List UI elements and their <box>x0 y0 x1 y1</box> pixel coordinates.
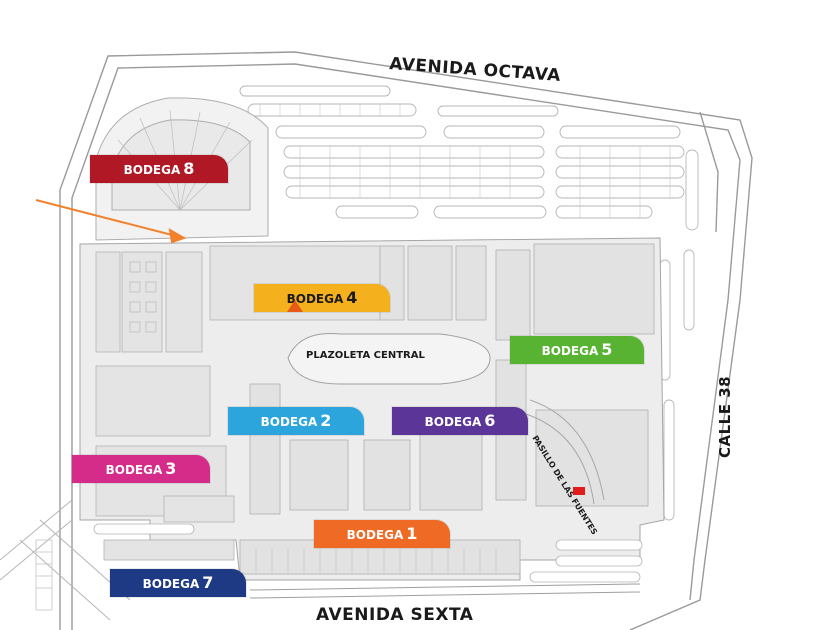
lower-left-parking <box>35 539 53 611</box>
bodega-5-number: 5 <box>601 340 613 359</box>
south-sidewalk <box>249 583 641 599</box>
bodega-4-number: 4 <box>346 288 358 307</box>
central-plaza <box>287 333 491 385</box>
street-east-label: CALLE 38 <box>716 375 734 458</box>
north-parking <box>239 85 685 219</box>
south-shop-lines <box>255 548 497 574</box>
east-parking <box>659 149 699 521</box>
bodega-8-number: 8 <box>183 159 195 178</box>
bodega-8-text: BODEGA <box>123 163 181 177</box>
location-marker-icon <box>287 300 303 312</box>
bodega-7-number: 7 <box>202 573 214 592</box>
bodega-5-text: BODEGA <box>541 344 599 358</box>
bodega-2-text: BODEGA <box>260 415 318 429</box>
north-central-shops <box>379 243 655 501</box>
plazoleta-central-label: PLAZOLETA CENTRAL <box>306 350 425 361</box>
bodega-1-number: 1 <box>406 524 418 543</box>
pointer-arrow <box>35 199 187 244</box>
red-marker-icon <box>573 487 585 495</box>
bodega-2-number: 2 <box>320 411 332 430</box>
bodega-7-text: BODEGA <box>142 577 200 591</box>
parking-ticks <box>259 104 671 218</box>
bodega-1-text: BODEGA <box>346 528 404 542</box>
south-parking <box>93 523 643 583</box>
bodega-3-number: 3 <box>165 459 177 478</box>
bodega-6-number: 6 <box>484 411 496 430</box>
bodega-3-text: BODEGA <box>105 463 163 477</box>
bodega-6-text: BODEGA <box>424 415 482 429</box>
pasillo-curve <box>525 399 605 505</box>
street-south-label: AVENIDA SEXTA <box>316 605 474 625</box>
west-small-squares <box>129 261 157 333</box>
site-boundary <box>59 51 753 630</box>
